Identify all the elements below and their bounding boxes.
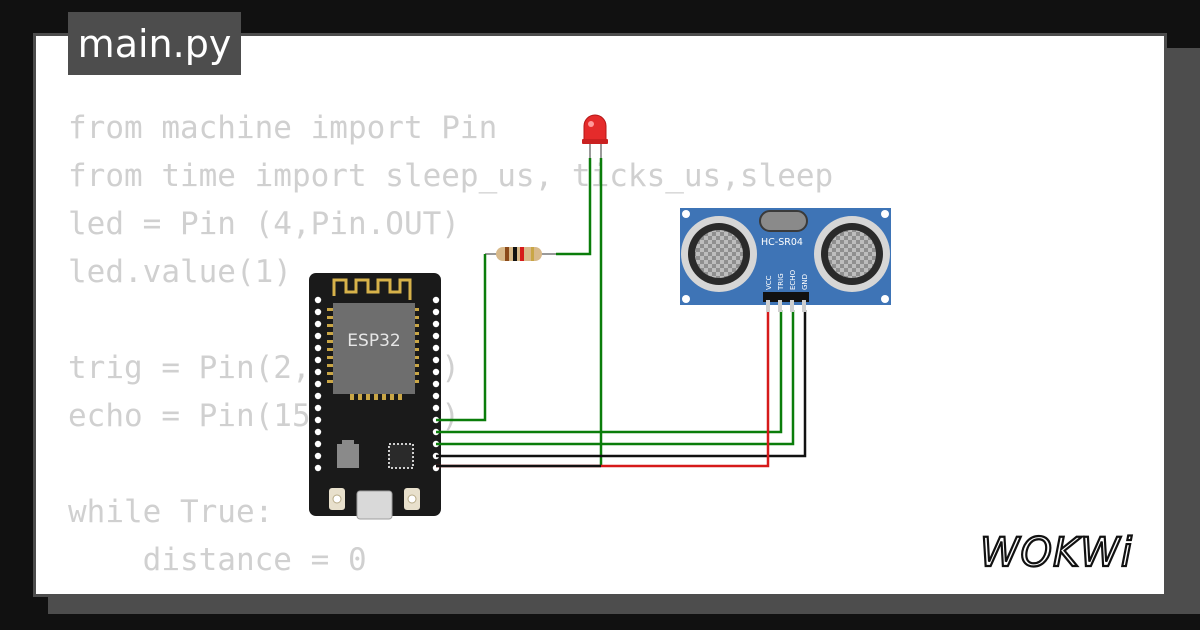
pin-label-echo: ECHO: [789, 269, 797, 290]
chip-label: ESP32: [347, 331, 400, 351]
wokwi-logo: WOKWi: [979, 529, 1133, 574]
code-line: trig.value(0): [68, 584, 833, 594]
voltage-regulator: [337, 444, 359, 468]
pin-label-trig: TRIG: [777, 273, 785, 291]
usb-serial-chip: [388, 443, 414, 469]
wire-led-anode: [556, 158, 592, 256]
module-pads: [327, 308, 419, 400]
crystal-oscillator: [759, 210, 808, 232]
wire-led-signal: [436, 254, 487, 422]
wires: [436, 158, 807, 468]
code-line: while True:: [68, 494, 274, 530]
brand-name: WOKWi: [980, 530, 1133, 574]
wire-trig: [436, 310, 783, 434]
right-header-pins: [432, 296, 440, 472]
code-line: led.value(1): [68, 254, 292, 290]
file-tab[interactable]: main.py: [68, 12, 241, 75]
sensor-header-pins: [763, 292, 809, 312]
code-line: led = Pin (4,Pin.OUT): [68, 206, 460, 242]
esp32-board[interactable]: ESP32: [309, 273, 441, 520]
usb-port: [356, 490, 393, 520]
pin-label-gnd: GND: [801, 274, 809, 290]
antenna-trace: [332, 278, 412, 300]
code-line: from machine import Pin: [68, 110, 498, 146]
wire-echo: [436, 310, 795, 446]
esp32-module: [333, 303, 415, 394]
left-header-pins: [314, 296, 322, 472]
code-line: distance = 0: [68, 542, 367, 578]
sensor-label: HC-SR04: [761, 237, 803, 248]
resistor[interactable]: [485, 247, 556, 261]
wire-gnd: [436, 310, 807, 458]
pin-label-vcc: VCC: [765, 275, 773, 290]
code-line: from time import sleep_us, ticks_us,slee…: [68, 158, 834, 194]
code-view: from machine import Pin from time import …: [68, 104, 834, 594]
hc-sr04-sensor[interactable]: HC-SR04 VCC TRIG ECHO GND: [680, 208, 891, 312]
red-led[interactable]: [582, 114, 608, 158]
